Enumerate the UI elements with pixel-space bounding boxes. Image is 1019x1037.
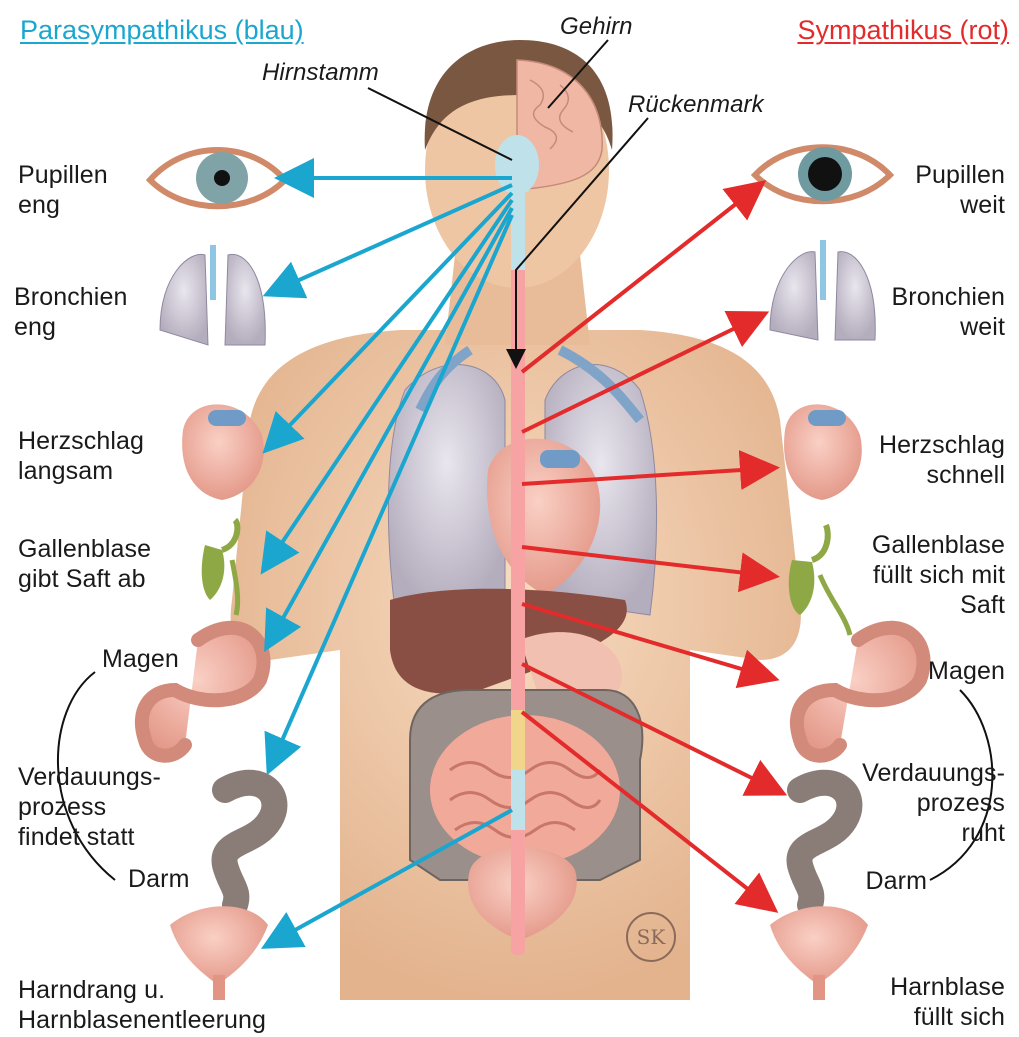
right-bladder bbox=[770, 906, 868, 985]
right-label-bronchi: Bronchien weit bbox=[892, 282, 1005, 342]
right-label-pupils: Pupillen weit bbox=[915, 160, 1005, 220]
label-rueckenmark: Rückenmark bbox=[628, 90, 764, 120]
left-lungs bbox=[160, 254, 208, 345]
left-bladder bbox=[170, 906, 268, 985]
right-label-gallbladder: Gallenblase füllt sich mit Saft bbox=[872, 530, 1005, 620]
left-label-stomach: Magen bbox=[102, 644, 179, 674]
right-label-bladder: Harnblase füllt sich bbox=[890, 972, 1005, 1032]
left-label-bladder: Harndrang u. Harnblasenentleerung bbox=[18, 975, 266, 1035]
left-label-heartbeat: Herzschlag langsam bbox=[18, 426, 144, 486]
right-label-stomach: Magen bbox=[928, 656, 1005, 686]
right-label-intestine: Darm bbox=[865, 866, 927, 896]
right-lungs bbox=[770, 252, 818, 340]
left-gallbladder bbox=[202, 545, 225, 600]
label-gehirn: Gehirn bbox=[560, 12, 633, 42]
left-intestine bbox=[225, 783, 275, 905]
left-label-pupils: Pupillen eng bbox=[18, 160, 108, 220]
artist-signature: SK bbox=[626, 912, 676, 962]
left-label-intestine: Darm bbox=[128, 864, 190, 894]
right-stomach bbox=[797, 628, 924, 756]
spinal-cord bbox=[511, 175, 525, 955]
right-label-digestion: Verdauungs- prozess ruht bbox=[862, 758, 1005, 848]
left-label-bronchi: Bronchien eng bbox=[14, 282, 127, 342]
sympathetic-header: Sympathikus (rot) bbox=[797, 14, 1009, 46]
right-intestine bbox=[800, 783, 850, 905]
left-label-digestion: Verdauungs- prozess findet statt bbox=[18, 762, 161, 852]
parasympathetic-header: Parasympathikus (blau) bbox=[20, 14, 304, 46]
label-hirnstamm: Hirnstamm bbox=[262, 58, 379, 88]
left-label-gallbladder: Gallenblase gibt Saft ab bbox=[18, 534, 151, 594]
right-label-heartbeat: Herzschlag schnell bbox=[879, 430, 1005, 490]
